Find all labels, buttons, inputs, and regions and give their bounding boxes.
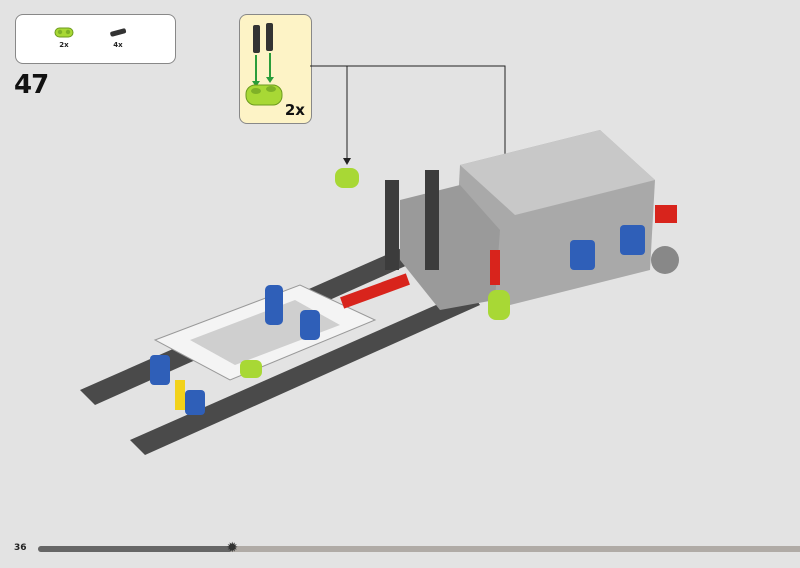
parts-item-black-pin: 4x <box>108 25 128 49</box>
chassis-beam <box>130 290 480 455</box>
page-number: 36 <box>14 543 27 553</box>
subassembly-callout: 2x <box>239 14 312 124</box>
lime-beam <box>335 168 359 188</box>
subassembly-illustration <box>245 23 283 106</box>
parts-count: 4x <box>113 41 123 49</box>
black-pin-icon <box>110 28 127 37</box>
subassembly-count: 2x <box>284 101 305 119</box>
progress-gear-icon: ✹ <box>226 540 239 556</box>
page-progress-bar: ✹ <box>38 541 800 555</box>
progress-fill <box>38 546 233 552</box>
lime-beam <box>488 290 510 320</box>
parts-item-lime-beam: 2x <box>54 25 74 49</box>
parts-count: 2x <box>59 41 69 49</box>
lime-beam-icon <box>54 27 74 38</box>
step-number: 47 <box>14 70 49 100</box>
parts-list-box: 2x 4x <box>15 14 176 64</box>
